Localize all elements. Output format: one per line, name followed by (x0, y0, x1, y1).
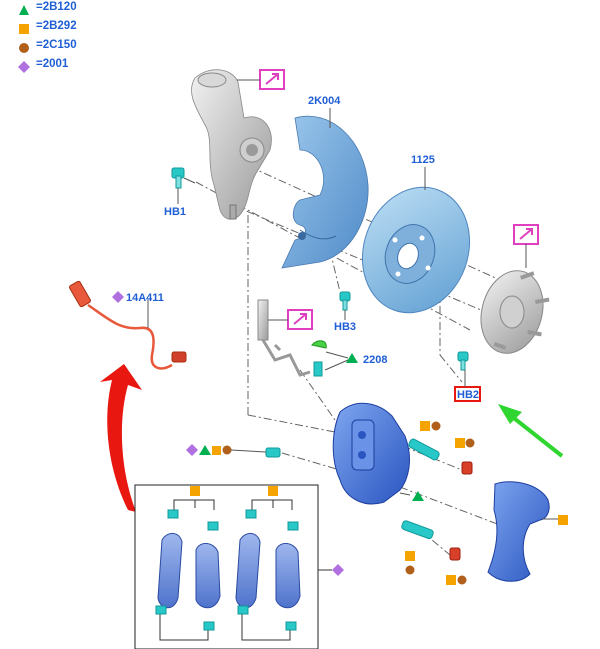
brake-dust-shield (281, 115, 369, 269)
legend-row-2b120: =2B120 (14, 0, 124, 19)
caliper-bracket (487, 481, 558, 582)
bolt-hb2 (457, 351, 469, 371)
marker-group-upper-pin (420, 421, 475, 448)
link-arrow-icon[interactable] (513, 224, 539, 268)
marker-group-caliper-bolt (186, 444, 267, 456)
legend: =2B120 =2B292 =2C150 =2001 (14, 0, 124, 76)
guide-pin-lower (401, 520, 461, 561)
bleeder-screw (311, 340, 349, 377)
triangle-icon (19, 5, 29, 15)
circle-icon (19, 43, 29, 53)
link-arrow-icon[interactable] (268, 309, 313, 330)
brake-pad (157, 533, 183, 609)
label-14a411: 14A411 (126, 292, 164, 304)
marker-group-caliper (412, 491, 568, 525)
brake-rotor (361, 186, 471, 314)
hb2-highlight (454, 386, 481, 402)
diamond-icon (18, 61, 30, 73)
legend-label: =2C150 (36, 39, 77, 51)
legend-row-2b292: =2B292 (14, 19, 124, 38)
caliper-bolt (265, 447, 281, 458)
red-arrow (100, 364, 142, 512)
legend-row-2c150: =2C150 (14, 38, 124, 57)
bolt-hb3 (339, 291, 351, 311)
legend-label: =2B120 (36, 1, 77, 13)
label-2k004: 2K004 (308, 95, 341, 107)
marker-group-lower-pin (405, 551, 467, 585)
link-arrow-icon[interactable] (237, 69, 285, 90)
steering-knuckle (191, 69, 272, 220)
wear-sensor (69, 280, 187, 370)
bolt-hb1 (171, 167, 196, 189)
brake-pad (275, 543, 301, 609)
label-hb1: HB1 (164, 206, 186, 218)
brake-pad (195, 543, 221, 609)
label-hb2: HB2 (457, 389, 479, 401)
label-hb3: HB3 (334, 321, 356, 333)
square-icon (19, 24, 29, 34)
marker-group-bleeder (346, 353, 358, 363)
brake-pad-kit (134, 484, 332, 649)
marker-group-pad-kit (190, 486, 344, 576)
brake-pad (235, 533, 261, 609)
label-1125: 1125 (411, 154, 435, 166)
label-2208: 2208 (363, 354, 387, 366)
guide-pin-upper (408, 438, 473, 475)
marker-group-sensor (112, 291, 124, 303)
legend-label: =2001 (36, 58, 69, 70)
brake-caliper (332, 402, 411, 505)
legend-row-2001: =2001 (14, 57, 124, 76)
legend-label: =2B292 (36, 20, 77, 32)
wheel-hub (480, 270, 550, 354)
green-arrow (498, 404, 564, 458)
